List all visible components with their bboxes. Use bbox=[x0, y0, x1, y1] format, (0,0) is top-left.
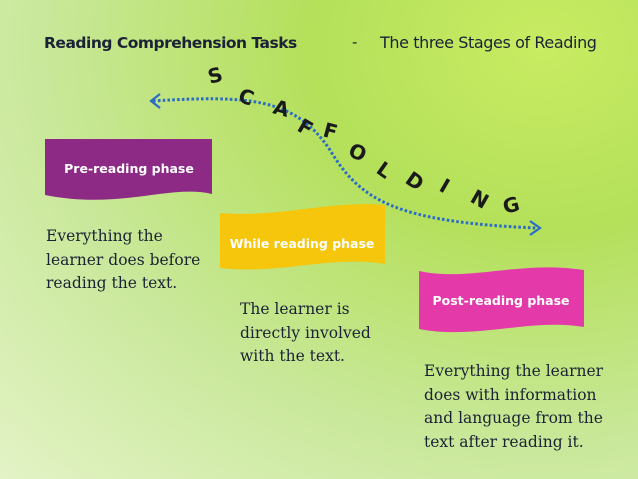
description-line: learner does before bbox=[46, 250, 201, 269]
scaffolding-arrow bbox=[152, 97, 537, 230]
letter-s: S bbox=[205, 62, 225, 89]
description-line: directly involved bbox=[240, 323, 371, 342]
letter-l: L bbox=[372, 156, 396, 183]
description-line: with the text. bbox=[240, 347, 345, 365]
description-line: The learner is bbox=[240, 300, 350, 318]
letter-a: A bbox=[271, 95, 293, 122]
while-reading-description: The learner is directly involved with th… bbox=[240, 298, 390, 369]
description-line: text after reading it. bbox=[424, 432, 584, 451]
letter-n: N bbox=[467, 185, 494, 214]
letter-c: C bbox=[235, 83, 257, 111]
post-reading-label: Post-reading phase bbox=[432, 293, 569, 308]
description-line: reading the text. bbox=[46, 274, 178, 292]
pre-reading-banner-shape bbox=[45, 139, 212, 200]
description-line: does with information bbox=[424, 385, 597, 404]
while-reading-banner-shape bbox=[220, 204, 385, 270]
post-reading-description: Everything the learner does with informa… bbox=[424, 360, 619, 454]
slide-title: Reading Comprehension Tasks bbox=[44, 34, 297, 52]
letter-d: D bbox=[401, 166, 428, 195]
while-reading-label: While reading phase bbox=[230, 236, 375, 251]
slide-subtitle: The three Stages of Reading bbox=[380, 33, 597, 52]
letter-o: O bbox=[345, 138, 371, 167]
description-line: and language from the bbox=[424, 409, 603, 427]
letter-g: G bbox=[500, 191, 522, 218]
pre-reading-label: Pre-reading phase bbox=[64, 161, 194, 176]
arrow-head-left-icon bbox=[149, 93, 161, 109]
pre-reading-description: Everything the learner does before readi… bbox=[46, 225, 214, 296]
letter-i: I bbox=[436, 174, 454, 199]
phase-banner-post: Post-reading phase bbox=[419, 267, 584, 333]
description-line: Everything the bbox=[46, 227, 163, 245]
phase-banner-pre: Pre-reading phase bbox=[45, 139, 212, 200]
arrow-head-right-icon bbox=[529, 220, 542, 236]
title-separator: - bbox=[352, 33, 358, 51]
letter-f1: F bbox=[294, 114, 318, 142]
letter-f2: F bbox=[321, 118, 340, 145]
phase-banner-while: While reading phase bbox=[220, 204, 385, 270]
description-line: Everything the learner bbox=[424, 362, 604, 380]
post-reading-banner-shape bbox=[419, 267, 584, 333]
scaffolding-word: S C A F F O L D I N G bbox=[205, 62, 522, 219]
